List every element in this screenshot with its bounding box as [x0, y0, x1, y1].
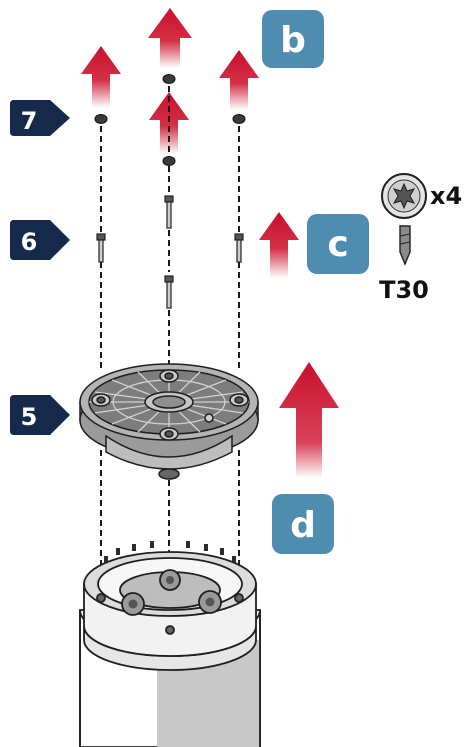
arrow-up-icon-center [149, 92, 189, 154]
tool-bit-size: T30 [379, 276, 429, 304]
torx-bit-icon [399, 225, 411, 266]
arrow-up-icon-c [259, 212, 299, 278]
step-badge-5: 5 [10, 395, 70, 435]
tool-quantity: x4 [430, 182, 462, 210]
cap-nuts [94, 74, 246, 166]
step-number-6: 6 [21, 228, 38, 256]
arrow-up-icon-b-top [148, 8, 192, 68]
dashed-guide-lines [100, 86, 240, 600]
stage-letter-b: b [280, 20, 306, 61]
base-plate [79, 363, 259, 480]
mounting-pole [79, 541, 261, 747]
stage-badge-c: c [307, 214, 369, 274]
step-badge-6: 6 [10, 220, 70, 260]
stage-letter-d: d [290, 505, 316, 546]
step-number-5: 5 [21, 403, 38, 431]
step-number-7: 7 [21, 107, 38, 135]
arrow-up-icon-d [279, 362, 339, 478]
torx-screw-icon [381, 173, 427, 219]
stage-badge-b: b [262, 10, 324, 68]
arrow-up-icon-left [81, 46, 121, 108]
screws [96, 195, 244, 309]
step-badge-7: 7 [10, 100, 70, 136]
stage-badge-d: d [272, 494, 334, 554]
arrow-up-icon-right [219, 50, 259, 110]
stage-letter-c: c [327, 224, 348, 265]
